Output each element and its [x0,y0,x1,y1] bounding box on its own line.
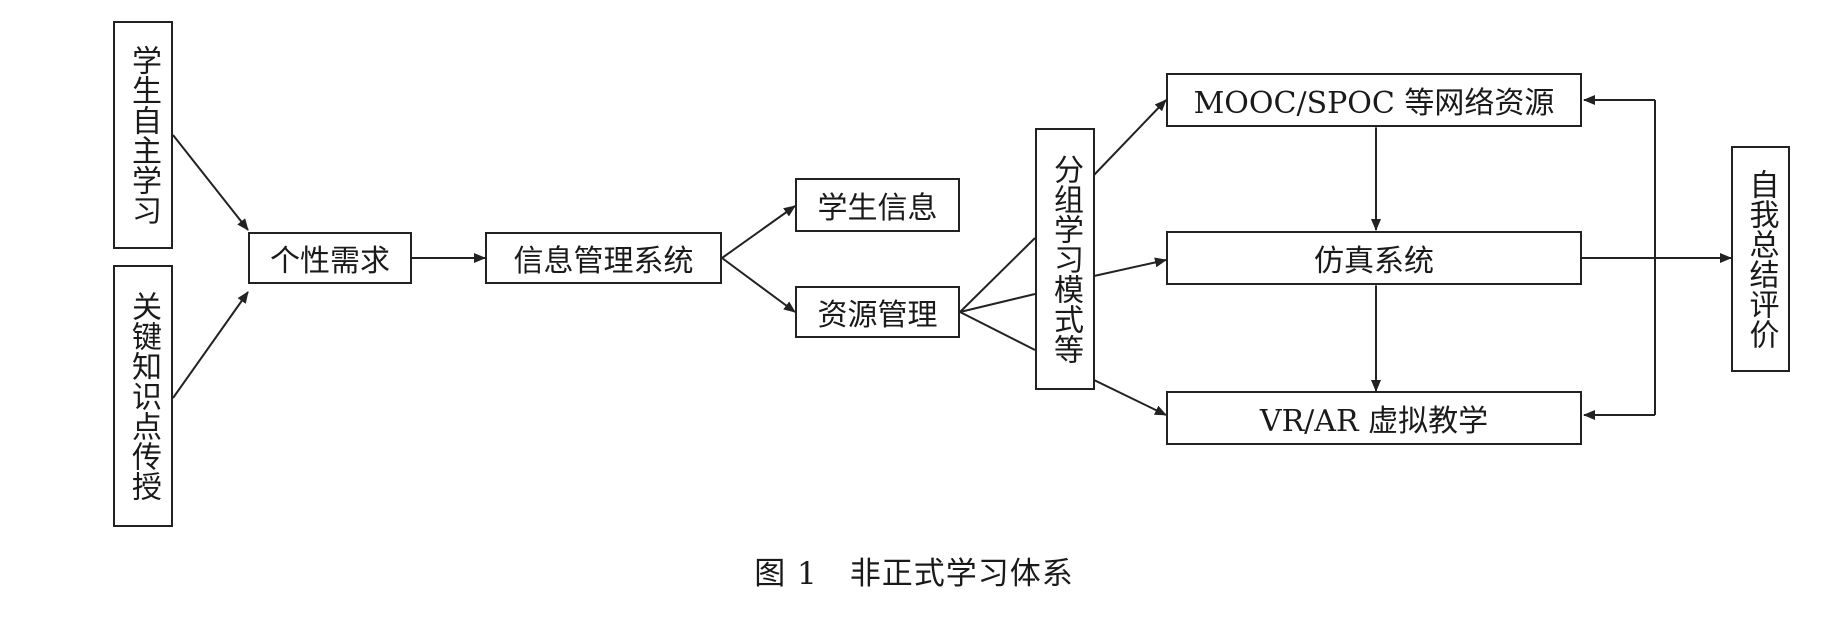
arrow-self-study-to-needs [172,134,249,231]
node-resource-mgmt: 资源管理 [795,286,960,338]
node-self-eval: 自我总结评价 [1731,146,1790,372]
line-resource-to-group-top [959,237,1036,313]
node-mooc: MOOC/SPOC 等网络资源 [1166,73,1582,127]
line-resource-to-group-mid [959,293,1036,313]
node-key-knowledge-label: 关键知识点传授 [126,291,161,501]
node-vr-ar: VR/AR 虚拟教学 [1166,391,1582,445]
arrow-group-to-simulation [1093,257,1167,277]
arrow-group-to-mooc [1093,99,1167,176]
node-student-self-study: 学生自主学习 [113,21,173,249]
node-resource-mgmt-label: 资源管理 [817,298,938,333]
node-student-info-label: 学生信息 [817,191,938,226]
node-info-system-label: 信息管理系统 [513,244,694,279]
arrow-group-to-vr [1093,379,1167,416]
arrow-info-system-to-student-info [721,205,796,259]
node-mooc-label: MOOC/SPOC 等网络资源 [1193,86,1555,121]
node-personal-needs: 个性需求 [248,232,412,284]
arrow-info-system-to-resource [721,257,796,313]
arrow-knowledge-to-needs [172,291,249,399]
node-student-self-study-label: 学生自主学习 [126,45,161,225]
node-simulation: 仿真系统 [1166,231,1582,285]
figure-caption: 图 1 非正式学习体系 [754,556,1074,592]
node-group-learning: 分组学习模式等 [1035,128,1095,390]
node-self-eval-label: 自我总结评价 [1743,169,1779,349]
node-group-learning-label: 分组学习模式等 [1048,154,1083,364]
line-resource-to-group-bottom [959,311,1036,351]
node-personal-needs-label: 个性需求 [270,244,390,279]
node-vr-ar-label: VR/AR 虚拟教学 [1259,404,1489,439]
node-info-system: 信息管理系统 [485,232,722,284]
node-simulation-label: 仿真系统 [1314,244,1434,279]
node-student-info: 学生信息 [795,178,960,232]
node-key-knowledge: 关键知识点传授 [113,265,173,527]
